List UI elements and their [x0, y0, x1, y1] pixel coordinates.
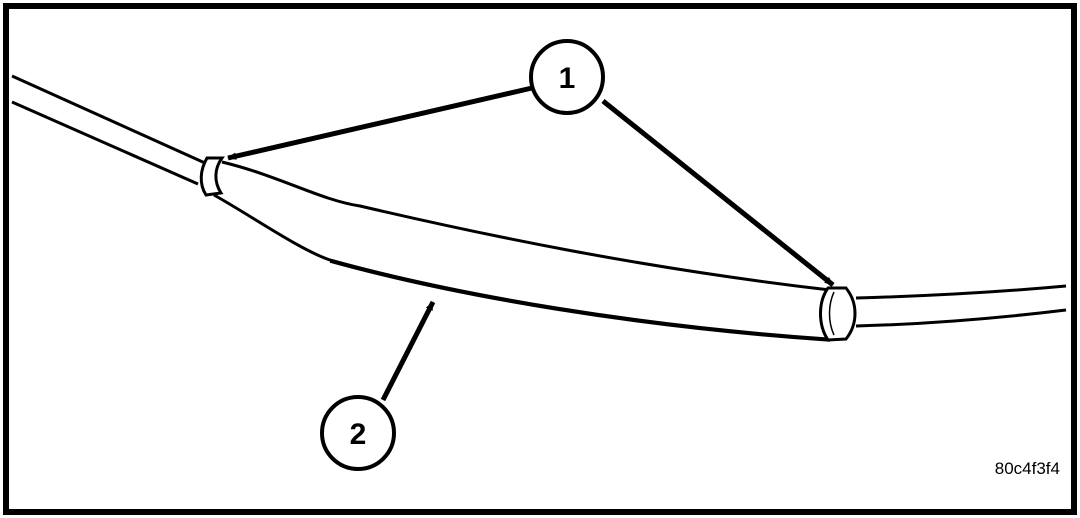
callout-2-leader	[380, 300, 436, 402]
right-ferrule	[819, 286, 857, 342]
figure-frame	[3, 3, 1077, 515]
right-tube	[855, 284, 1067, 328]
callout-1: 1	[529, 39, 605, 115]
callout-1-leader-right	[601, 99, 835, 287]
left-tube	[11, 74, 206, 186]
left-ferrule	[199, 156, 225, 197]
figure-code: 80c4f3f4	[995, 459, 1060, 478]
callout-2-label: 2	[350, 418, 367, 451]
callout-1-leader-left	[227, 85, 533, 161]
callout-2: 2	[320, 395, 396, 471]
sleeve	[213, 160, 831, 342]
callout-1-label: 1	[559, 62, 576, 95]
